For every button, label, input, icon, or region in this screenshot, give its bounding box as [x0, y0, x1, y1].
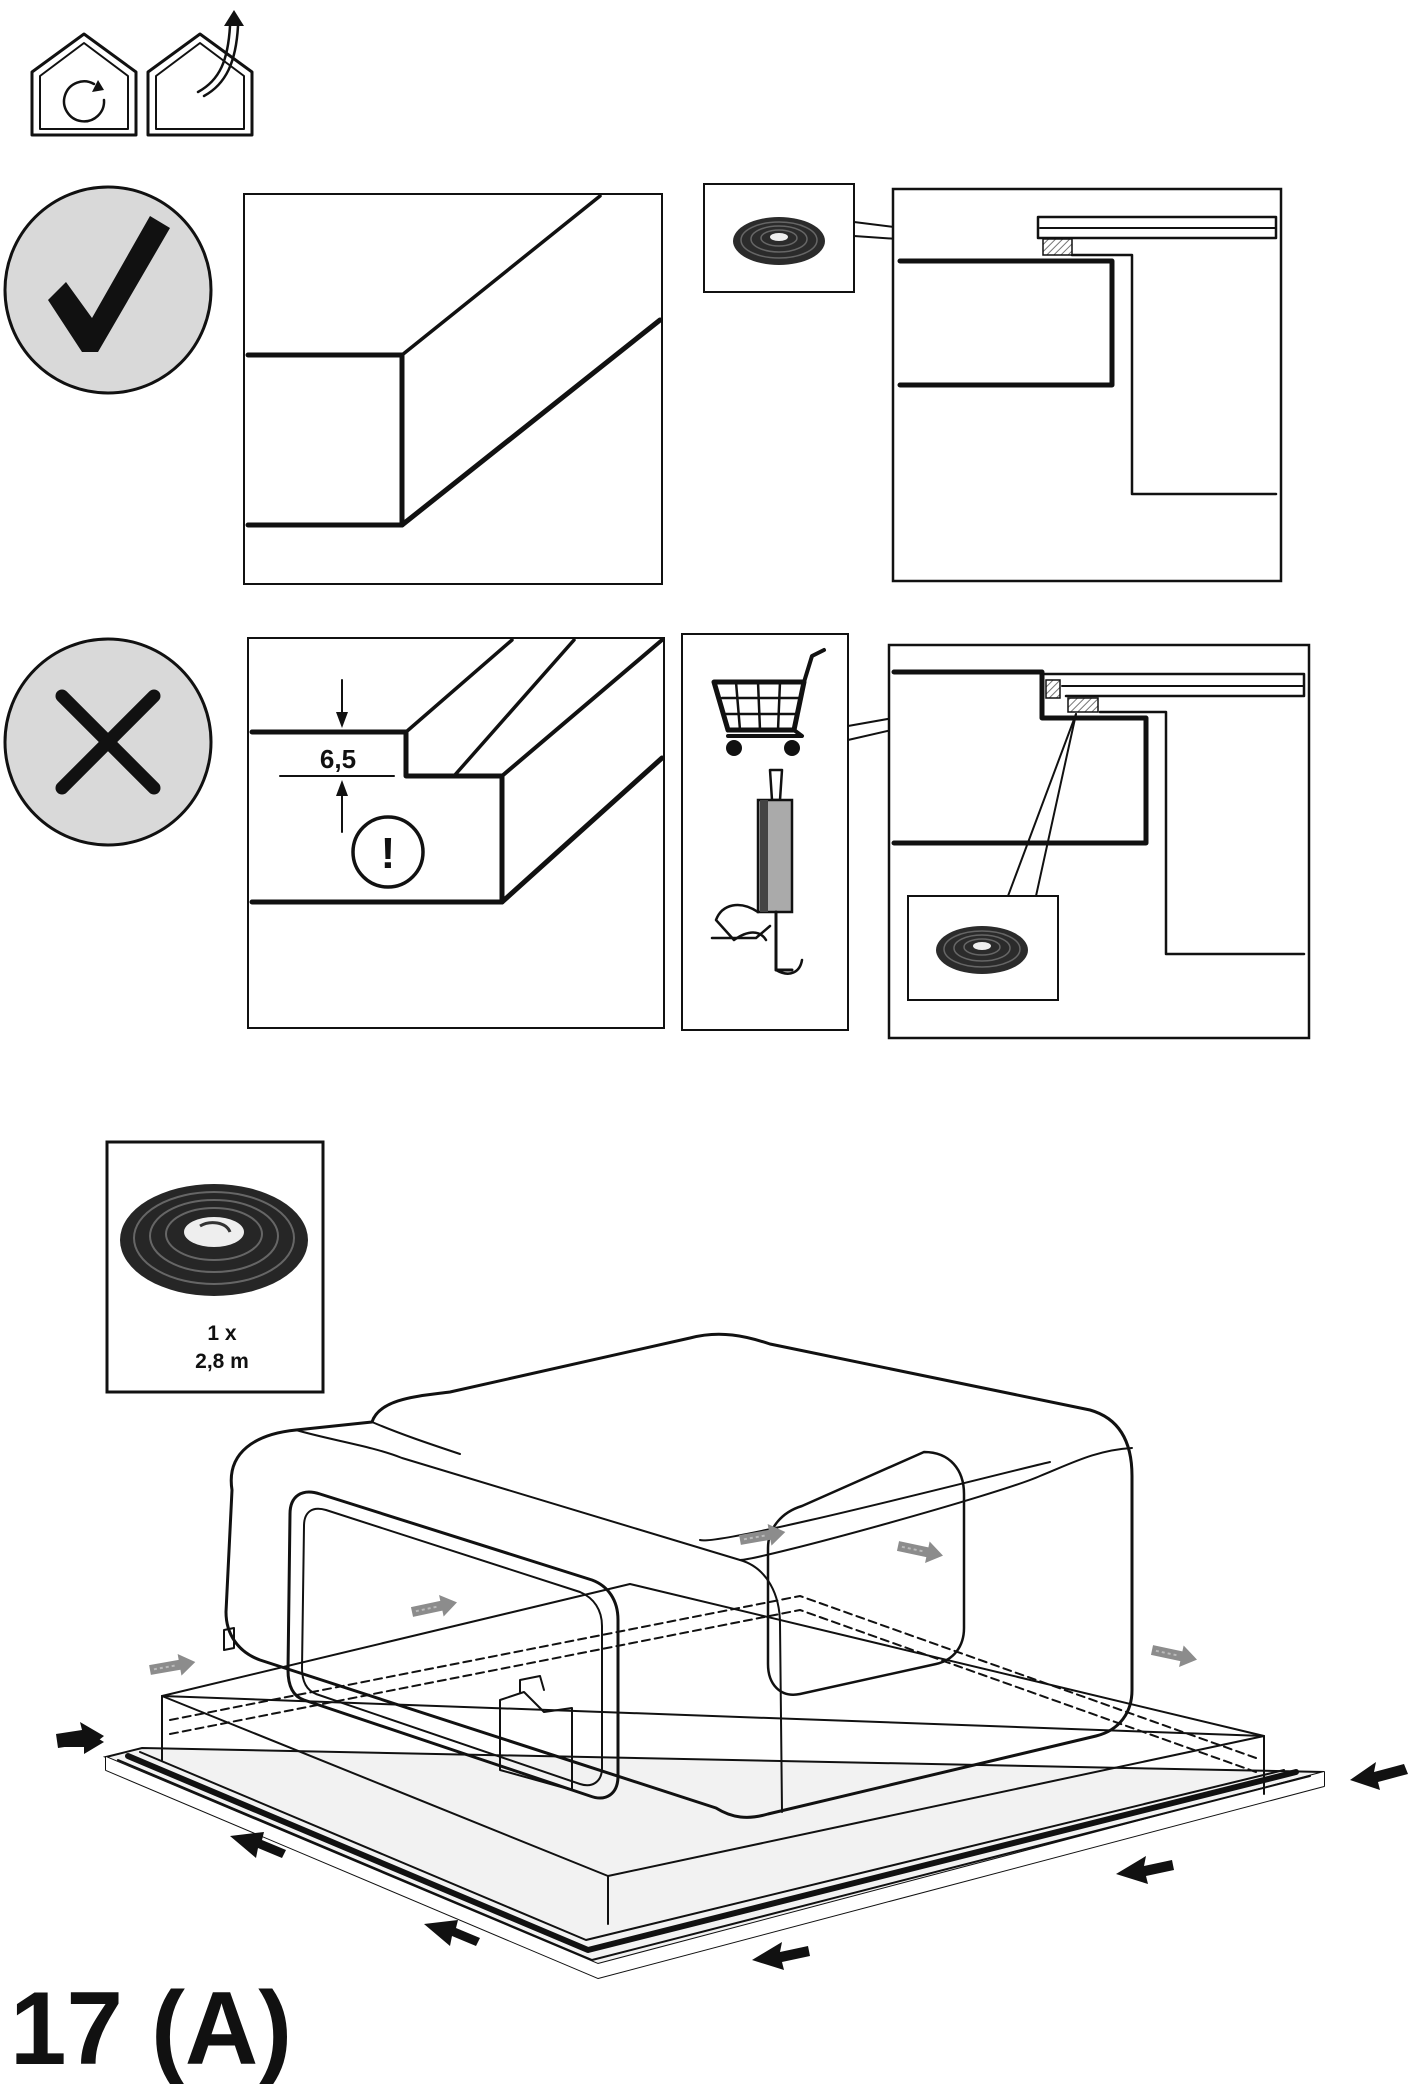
- correct-flush-profile-panel: [243, 193, 663, 585]
- incorrect-indicator: [3, 637, 213, 847]
- seal-roll-icon: [120, 1184, 308, 1296]
- shopping-cart-icon: [711, 648, 826, 756]
- seal-quantity-label: 1 x: [207, 1322, 237, 1345]
- arrow-icon: [1116, 1856, 1174, 1884]
- sealant-purchase-panel: [681, 633, 1041, 1031]
- correct-section-panel: [891, 187, 1283, 583]
- warning-mark: !: [381, 829, 396, 878]
- seal-kit-box: 1 x 2,8 m: [105, 1140, 325, 1394]
- oven-body: [223, 1332, 1134, 1819]
- incorrect-recessed-profile-panel: 6,5 !: [247, 637, 665, 1029]
- seal-roll-icon: [732, 216, 826, 266]
- warning-icon: !: [351, 815, 425, 889]
- house-rotate-icon: [30, 32, 138, 137]
- arrow-icon: [147, 1650, 199, 1682]
- arrow-icon: [408, 1590, 461, 1624]
- sealant-gun-icon: [710, 768, 804, 975]
- cross-icon: [55, 689, 161, 795]
- arrow-icon: [230, 1832, 286, 1858]
- arrow-icon: [752, 1942, 810, 1970]
- counter-seal-frame: [102, 1746, 1325, 1979]
- checkmark-icon: [48, 216, 170, 352]
- arrow-icon: [894, 1534, 947, 1568]
- arrow-icon: [1350, 1762, 1408, 1790]
- house-exhaust-icon: [146, 10, 254, 137]
- arrow-icon: [56, 1722, 104, 1752]
- seal-length-label: 2,8 m: [195, 1350, 249, 1373]
- incorrect-section-panel: [887, 643, 1311, 1040]
- arrow-icon: [1148, 1638, 1201, 1672]
- arrow-icon: [737, 1520, 789, 1552]
- arrow-icon: [424, 1920, 480, 1946]
- oven-with-seal-illustration: [56, 1332, 1408, 1979]
- figure-number: 17 (A): [10, 1971, 292, 2084]
- seal-roll-icon: [935, 925, 1029, 975]
- correct-indicator: [3, 185, 213, 395]
- cabinet-cutout-box: [161, 1583, 1265, 1925]
- gap-dimension-label: 6,5: [320, 744, 356, 774]
